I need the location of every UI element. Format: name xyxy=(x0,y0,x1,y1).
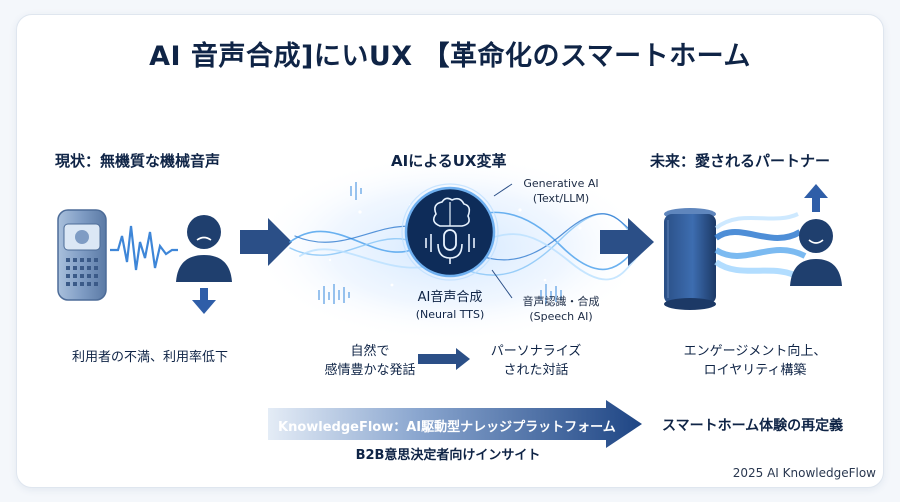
insight-label: B2B意思決定者向けインサイト xyxy=(355,448,541,463)
personalized-caption: パーソナライズ された対話 xyxy=(476,342,596,380)
unhappy-user-icon xyxy=(176,215,232,282)
future-caption-line1: エンゲージメント向上、 xyxy=(683,344,827,359)
redefine-label: スマートホーム体験の再定義 xyxy=(662,418,844,434)
flow-arrow-right xyxy=(600,218,654,266)
platform-label: KnowledgeFlow：AI駆動型ナレッジプラットフォーム xyxy=(278,420,616,435)
tts-label-line2: (Neural TTS) xyxy=(415,308,485,321)
natural-speech-caption: 自然で 感情豊かな発話 xyxy=(320,342,420,380)
emotional-wave-ribbon xyxy=(714,212,807,281)
genai-label-line1: Generative AI xyxy=(523,177,599,190)
spectrum-bars xyxy=(318,182,562,304)
transition-arrow xyxy=(418,348,470,370)
genai-label-line2: (Text/LLM) xyxy=(532,192,590,205)
ai-ux-heading: AIによるUX変革 xyxy=(391,152,507,170)
ai-brain-microphone-icon xyxy=(401,183,499,281)
happy-user-icon xyxy=(790,219,842,286)
platform-arrow xyxy=(268,400,642,448)
page-title: AI 音声合成]にいUX 【革命化のスマートホーム xyxy=(149,41,751,72)
speech-ai-line2: (Speech AI) xyxy=(529,310,593,323)
callout-line-speech xyxy=(491,269,513,299)
speech-ai-line1: 音声認識・合成 xyxy=(522,295,600,308)
future-caption-line2: ロイヤリティ構築 xyxy=(703,363,807,378)
current-state-heading: 現状：無機質な機械音声 xyxy=(55,152,221,170)
flow-arrow-left xyxy=(240,218,292,266)
legacy-speaker-icon xyxy=(57,209,107,301)
future-state-heading: 未来：愛されるパートナー xyxy=(650,152,831,170)
future-caption: エンゲージメント向上、 ロイヤリティ構築 xyxy=(670,342,840,380)
decline-arrow-icon xyxy=(192,288,216,314)
smart-speaker-icon xyxy=(664,208,716,310)
personalized-line2: された対話 xyxy=(503,363,569,378)
growth-arrow-icon xyxy=(804,184,828,212)
tts-label: AI音声合成 (Neural TTS) xyxy=(390,289,510,323)
genai-label: Generative AI (Text/LLM) xyxy=(506,176,616,206)
tts-label-line1: AI音声合成 xyxy=(417,290,483,305)
personalized-line1: パーソナライズ xyxy=(490,344,582,359)
robotic-waveform xyxy=(110,225,178,271)
natural-speech-line2: 感情豊かな発話 xyxy=(324,363,416,378)
callout-line-genai xyxy=(493,183,513,197)
speech-ai-label: 音声認識・合成 (Speech AI) xyxy=(506,294,616,324)
current-state-caption: 利用者の不満、利用率低下 xyxy=(71,350,228,365)
footer-credit: 2025 AI KnowledgeFlow xyxy=(732,466,876,480)
natural-speech-line1: 自然で xyxy=(350,344,390,359)
